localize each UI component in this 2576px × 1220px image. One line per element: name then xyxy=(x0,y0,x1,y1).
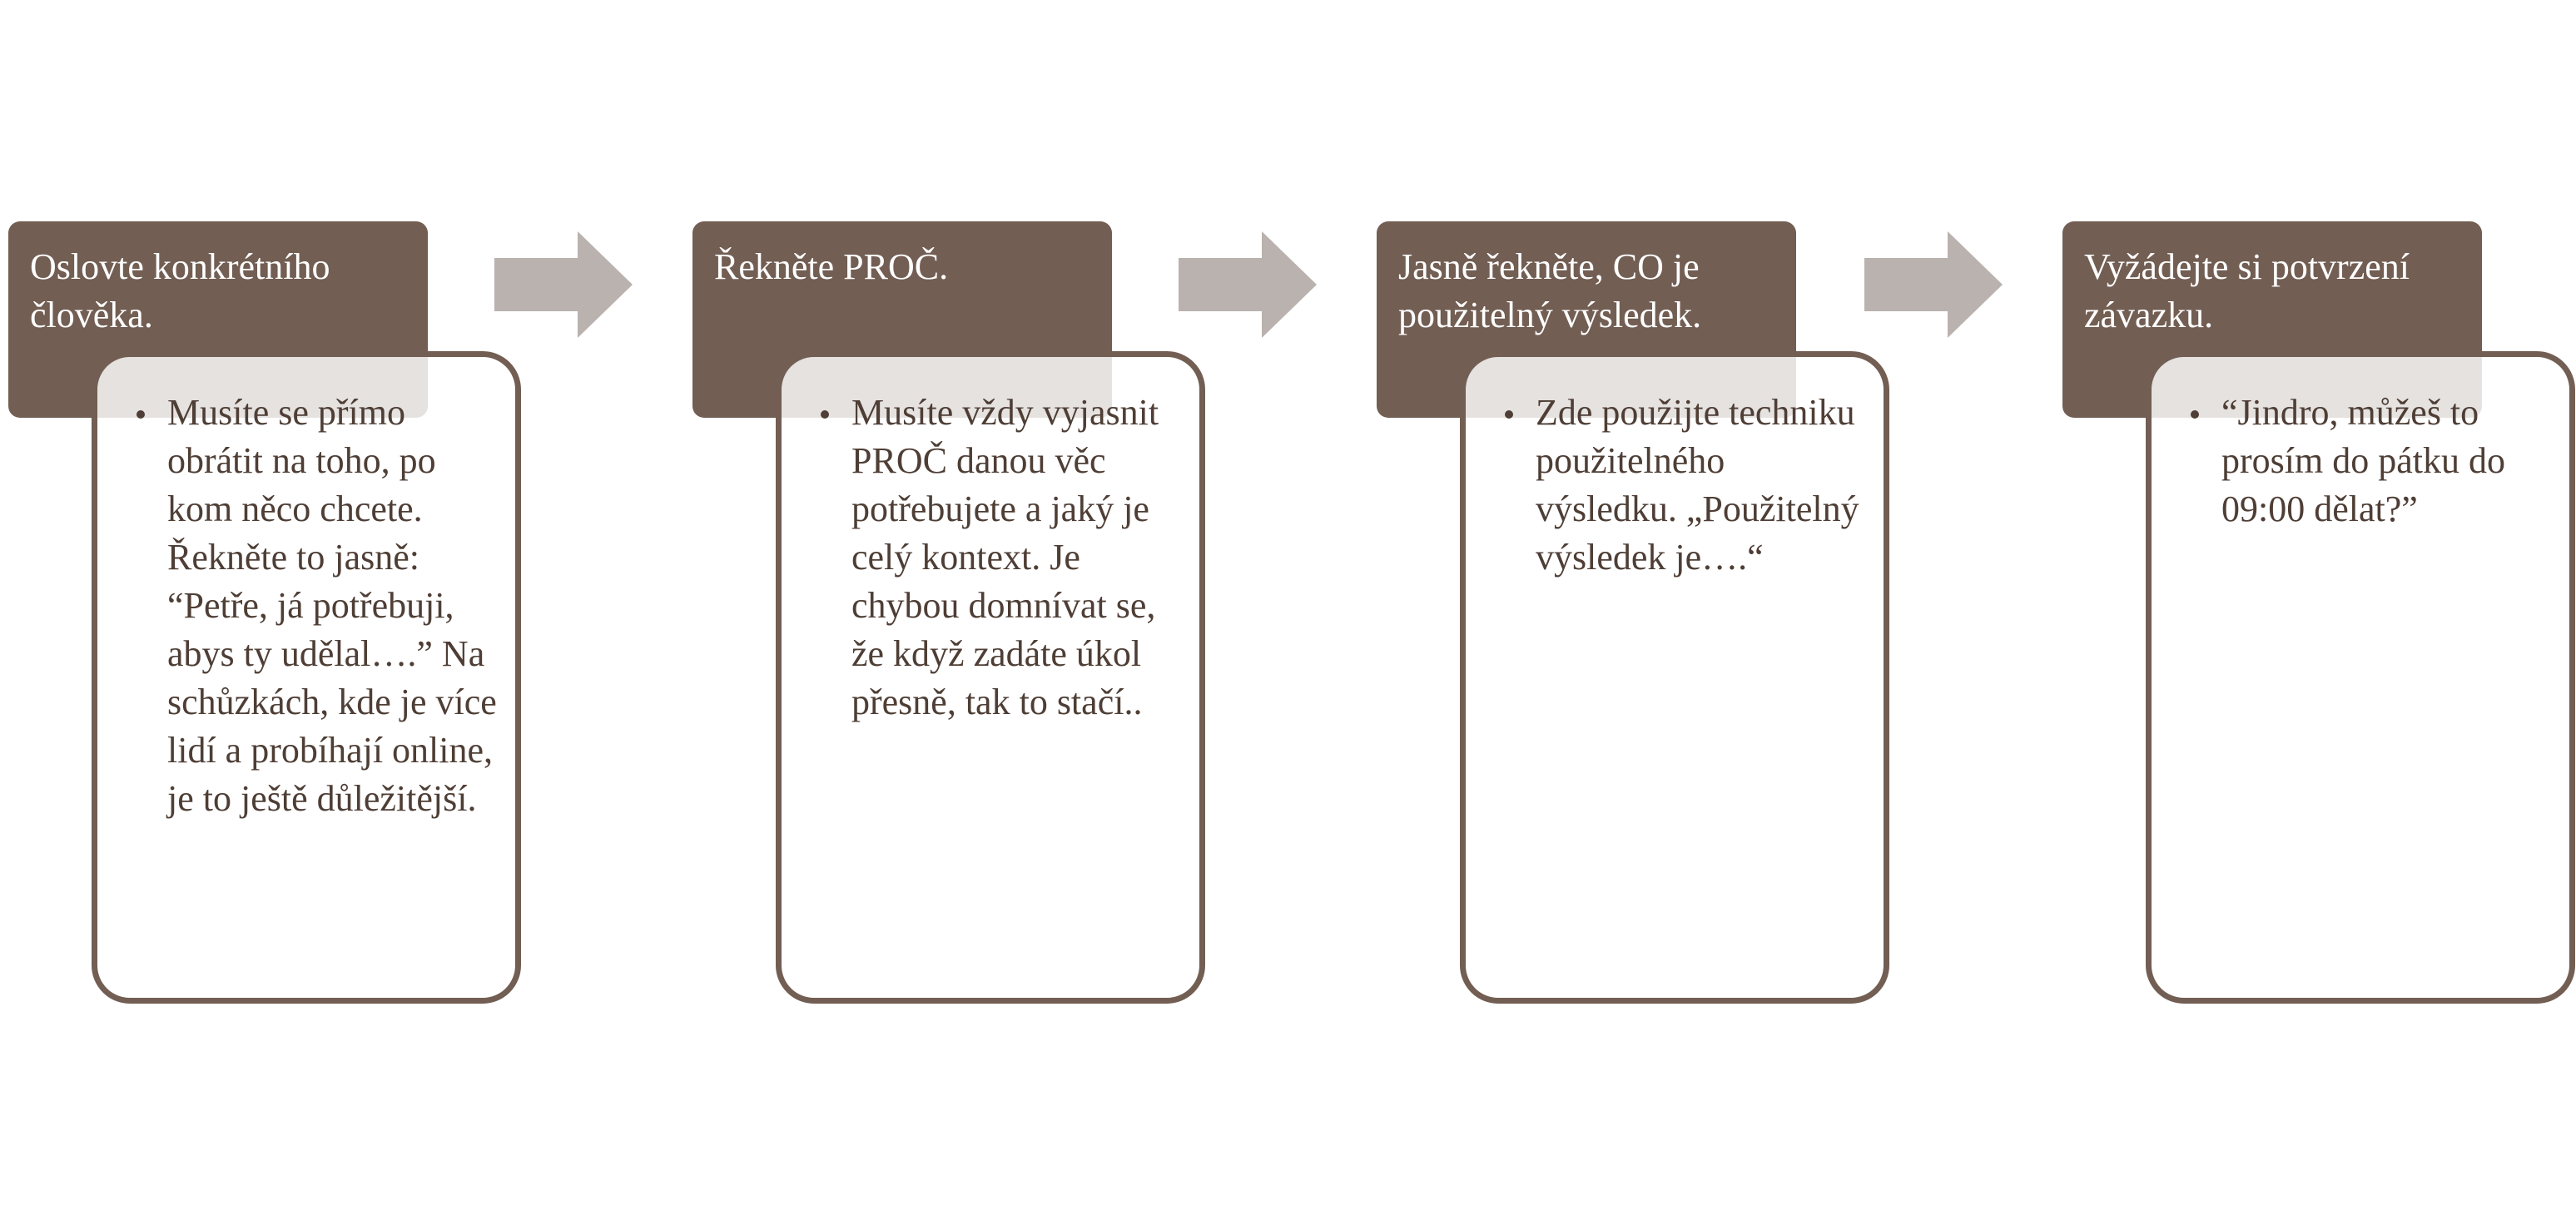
step-4: Vyžádejte si potvrzení závazku. “Jindro,… xyxy=(2062,221,2575,1004)
step-4-bullet-list: “Jindro, můžeš to prosím do pátku do 09:… xyxy=(2185,389,2554,533)
step-3: Jasně řekněte, CO je použitelný výsledek… xyxy=(1377,221,1889,1004)
step-3-bullet: Zde použijte techniku použitelného výsle… xyxy=(1505,389,1869,582)
step-4-card: “Jindro, můžeš to prosím do pátku do 09:… xyxy=(2146,351,2575,1004)
step-1-card: Musíte se přímo obrátit na toho, po kom … xyxy=(92,351,521,1004)
step-3-card: Zde použijte techniku použitelného výsle… xyxy=(1460,351,1889,1004)
arrow-right-icon xyxy=(494,231,633,338)
step-1-bullet: Musíte se přímo obrátit na toho, po kom … xyxy=(136,389,500,823)
step-3-bullet-list: Zde použijte techniku použitelného výsle… xyxy=(1499,389,1869,582)
step-1-bullet-list: Musíte se přímo obrátit na toho, po kom … xyxy=(131,389,500,823)
step-2-card: Musíte vždy vyjasnit PROČ danou věc potř… xyxy=(776,351,1205,1004)
arrow-right-icon xyxy=(1179,231,1317,338)
step-2-bullet-list: Musíte vždy vyjasnit PROČ danou věc potř… xyxy=(815,389,1184,727)
step-2-bullet: Musíte vždy vyjasnit PROČ danou věc potř… xyxy=(821,389,1184,727)
step-1: Oslovte konkrétního člověka. Musíte se p… xyxy=(8,221,521,1004)
step-2: Řekněte PROČ. Musíte vždy vyjasnit PROČ … xyxy=(692,221,1205,1004)
arrow-right-icon xyxy=(1864,231,2003,338)
step-4-bullet: “Jindro, můžeš to prosím do pátku do 09:… xyxy=(2191,389,2554,533)
